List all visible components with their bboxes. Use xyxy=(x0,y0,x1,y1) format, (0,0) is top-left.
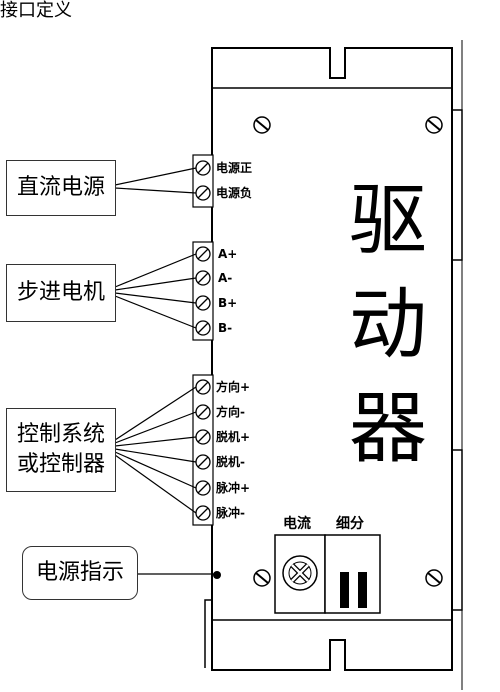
current-label: 电流 xyxy=(283,516,311,532)
control-system-label-line1: 控制系统 xyxy=(16,422,105,447)
dip-switch-2 xyxy=(358,572,367,608)
mount-screw-top-left xyxy=(253,116,271,134)
control-system-label-line2: 或控制器 xyxy=(16,452,105,477)
wires-control-system xyxy=(114,386,197,514)
terminal-screw-pul-minus xyxy=(195,505,211,521)
dip-switch-1 xyxy=(340,572,349,608)
terminal-label-b-plus: B+ xyxy=(218,296,238,310)
mount-screw-bottom-right xyxy=(425,569,443,587)
terminal-screw-b-plus xyxy=(195,295,211,311)
driver-right-flange xyxy=(452,109,463,261)
mount-screw-bottom-left xyxy=(253,569,271,587)
driver-char-2: 动 xyxy=(348,280,427,370)
stepper-motor-box: 步进电机 xyxy=(6,264,116,322)
driver-char-3: 器 xyxy=(348,384,427,474)
terminal-label-a-plus: A+ xyxy=(218,247,238,261)
terminal-block-control xyxy=(192,374,214,526)
stepper-motor-label: 步进电机 xyxy=(16,280,105,305)
wires-dc-power xyxy=(114,167,197,194)
terminal-label-power-pos: 电源正 xyxy=(216,161,253,175)
driver-right-flange-lower xyxy=(452,449,463,611)
current-pot-knob xyxy=(282,555,318,591)
terminal-screw-a-minus xyxy=(195,270,211,286)
terminal-screw-b-minus xyxy=(195,320,211,336)
terminal-label-dir-minus: 方向- xyxy=(216,405,245,419)
mount-screw-top-right xyxy=(425,116,443,134)
terminal-screw-a-plus xyxy=(195,246,211,262)
driver-left-flange-lower xyxy=(204,599,212,668)
terminal-label-pul-plus: 脉冲+ xyxy=(216,481,251,495)
driver-char-1: 驱 xyxy=(348,176,427,266)
terminal-label-ena-plus: 脱机+ xyxy=(216,430,251,444)
terminal-label-b-minus: B- xyxy=(218,321,233,335)
subdivision-dip-frame xyxy=(324,534,381,614)
terminal-screw-dir-minus xyxy=(195,404,211,420)
dc-power-label: 直流电源 xyxy=(16,175,105,200)
terminal-screw-dir-plus xyxy=(195,379,211,395)
control-system-box: 控制系统 或控制器 xyxy=(6,408,116,492)
terminal-label-ena-minus: 脱机- xyxy=(216,455,245,469)
driver-housing xyxy=(211,47,453,671)
terminal-label-pul-minus: 脉冲- xyxy=(216,506,245,520)
terminal-label-dir-plus: 方向+ xyxy=(216,380,251,394)
terminal-screw-pul-plus xyxy=(195,480,211,496)
dc-power-box: 直流电源 xyxy=(6,160,116,216)
terminal-screw-power-pos xyxy=(195,160,211,176)
terminal-screw-ena-minus xyxy=(195,454,211,470)
terminal-label-power-neg: 电源负 xyxy=(216,186,253,200)
power-indicator-box: 电源指示 xyxy=(22,546,138,600)
terminal-label-a-minus: A- xyxy=(218,271,233,285)
power-indicator-label: 电源指示 xyxy=(35,560,124,585)
terminal-screw-ena-plus xyxy=(195,429,211,445)
terminal-screw-power-neg xyxy=(195,185,211,201)
page-title: 接口定义 xyxy=(0,0,72,21)
wires-stepper-motor xyxy=(114,253,197,329)
subdivision-label: 细分 xyxy=(336,516,364,532)
power-led xyxy=(213,571,221,579)
terminal-block-motor xyxy=(192,241,214,341)
driver-front-panel xyxy=(211,87,453,621)
